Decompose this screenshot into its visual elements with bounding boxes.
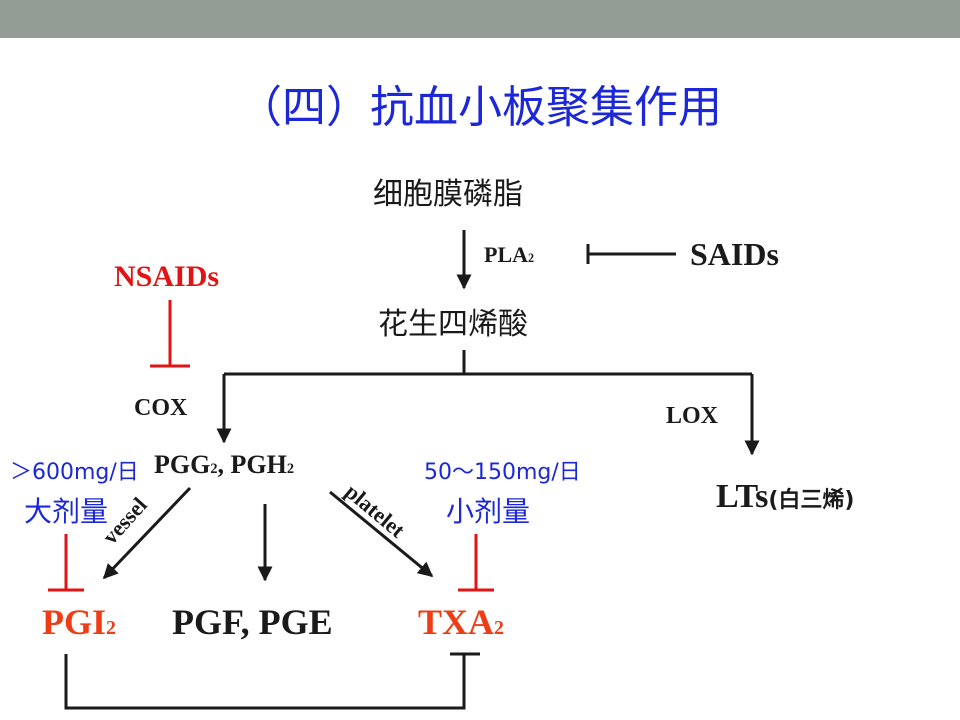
pla2-subscript: 2 [528,251,535,265]
low-dose-amount: 50～150mg/日 [424,460,581,485]
pgi2-label: PGI2 [42,604,116,640]
pgg-text: PGG [154,450,211,479]
high-dose-amount: ＞600mg/日 [10,460,139,485]
nsaids-label: NSAIDs [114,260,220,293]
arachidonic-acid-label: 花生四烯酸 [378,307,528,342]
membrane-phospholipid-label: 细胞膜磷脂 [373,177,523,212]
lts-label: LTs(白三烯) [716,480,854,514]
arrow-to-pgi2 [102,486,192,580]
pgh-text: , PGH [217,450,287,479]
pgi2-text: PGI [42,602,107,642]
txa2-text: TXA [418,602,495,642]
saids-label: SAIDs [690,236,779,272]
txa2-subscript: 2 [494,617,504,639]
header-bar [0,0,960,38]
lts-note: (白三烯) [768,488,855,513]
pgf-pge-label: PGF, PGE [172,602,333,642]
pgi2-txa2-inhibit-line [64,654,466,710]
pla2-label: PLA2 [484,244,534,266]
arrow-to-txa2 [329,490,434,578]
high-dose-label: 大剂量 [24,495,109,528]
low-dose-label: 小剂量 [446,495,531,528]
pgi2-subscript: 2 [106,617,116,639]
pgh-subscript: 2 [286,461,294,477]
pla2-text: PLA [484,242,528,267]
slide-title: （四）抗血小板聚集作用 [238,82,722,133]
lts-text: LTs [716,478,769,515]
lox-label: LOX [666,403,719,429]
cox-label: COX [134,395,188,421]
txa2-label: TXA2 [418,604,504,640]
pgg-pgh-label: PGG2, PGH2 [154,452,294,478]
pgg-subscript: 2 [210,461,218,477]
